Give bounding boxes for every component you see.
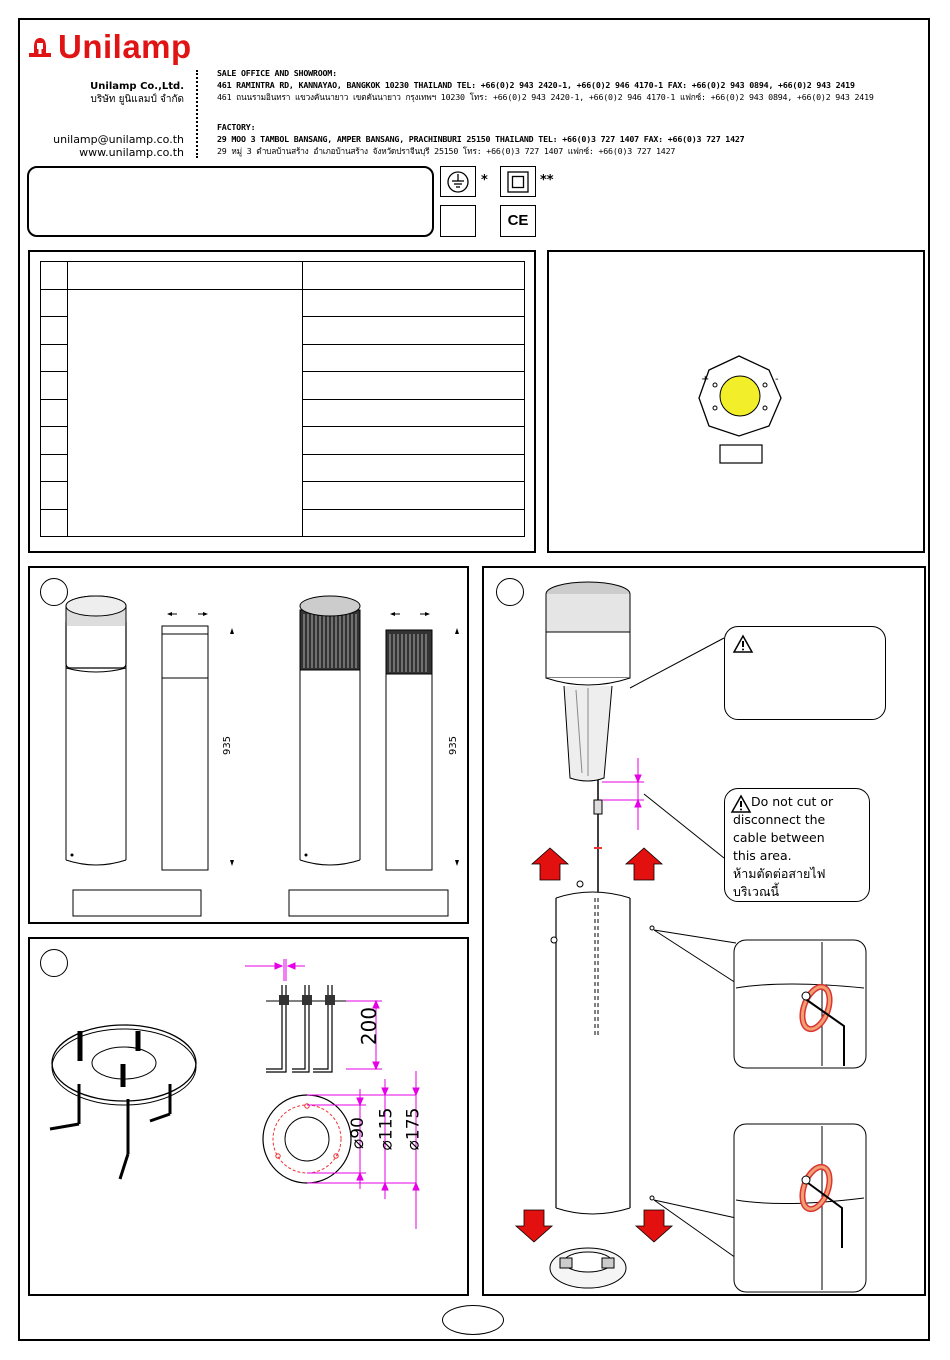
factory-heading: FACTORY: xyxy=(217,122,256,132)
table-row xyxy=(40,288,525,537)
header-divider xyxy=(196,70,198,158)
warning-triangle-icon xyxy=(730,794,752,813)
sale-office-block: SALE OFFICE AND SHOWROOM: 461 RAMINTRA R… xyxy=(217,67,874,103)
contact-info: unilamp@unilamp.co.th www.unilamp.co.th xyxy=(53,133,184,159)
cable-warning-th-line2: บริเวณนี้ xyxy=(733,884,780,899)
cable-warning-th-line1: ห้ามตัดต่อสายไฟ xyxy=(733,866,826,881)
page-frame xyxy=(18,18,930,1341)
led-panel: + - xyxy=(547,250,925,553)
table-row xyxy=(40,481,525,510)
unilamp-logo-icon xyxy=(26,30,54,68)
earth-ground-icon xyxy=(447,171,469,193)
diameter-90-dimension: ⌀90 xyxy=(347,1117,368,1149)
anchor-length-dimension: 200 xyxy=(357,1006,382,1046)
factory-address-en: 29 MOO 3 TAMBOL BANSANG, AMPER BANSANG, … xyxy=(217,134,745,144)
cob-led-icon xyxy=(698,355,782,464)
installation-drawing xyxy=(514,581,867,1293)
company-email: unilamp@unilamp.co.th xyxy=(53,133,184,146)
earth-symbol-box xyxy=(440,166,476,197)
company-name-th: บริษัท ยูนิแลมป์ จำกัด xyxy=(90,94,185,105)
page-number-oval xyxy=(442,1305,504,1335)
anchor-panel: 200 ⌀90 ⌀115 ⌀175 xyxy=(28,937,469,1296)
table-row xyxy=(40,316,525,345)
factory-block: FACTORY: 29 MOO 3 TAMBOL BANSANG, AMPER … xyxy=(217,121,745,157)
ce-mark-box: CE xyxy=(500,205,536,237)
product-name-box xyxy=(27,166,434,237)
company-info: Unilamp Co.,Ltd. บริษัท ยูนิแลมป์ จำกัด xyxy=(90,80,184,106)
cable-warning-en-line3: cable between xyxy=(733,830,825,845)
installation-panel: Do not cut or disconnect the cable betwe… xyxy=(482,566,926,1296)
height-dimension-right: 935 xyxy=(448,735,460,756)
spec-table xyxy=(40,261,525,537)
height-dimension-left: 935 xyxy=(222,735,234,756)
led-plus-label: + xyxy=(701,374,710,385)
class2-symbol-box xyxy=(500,166,536,197)
led-minus-label: - xyxy=(775,374,779,385)
brand-name: Unilamp xyxy=(58,28,192,65)
warning-triangle-icon xyxy=(732,634,754,653)
factory-address-th: 29 หมู่ 3 ตำบลบ้านสร้าง อำเภอบ้านสร้าง จ… xyxy=(217,146,676,156)
blank-symbol-box xyxy=(440,205,476,237)
cable-warning-en-line4: this area. xyxy=(733,848,792,863)
diameter-175-dimension: ⌀175 xyxy=(403,1107,424,1151)
anchor-bolt-drawing xyxy=(49,959,420,1229)
company-website: www.unilamp.co.th xyxy=(79,146,184,159)
class2-marker: ** xyxy=(540,173,554,188)
dimension-panel: 935 935 xyxy=(28,566,469,924)
sale-office-address-en: 461 RAMINTRA RD, KANNAYAO, BANGKOK 10230… xyxy=(217,80,855,90)
cable-warning-callout: Do not cut or disconnect the cable betwe… xyxy=(724,788,870,902)
bollard-dimension-drawing xyxy=(65,595,459,917)
cable-warning-en-line1: Do not cut or xyxy=(751,794,834,809)
sale-office-address-th: 461 ถนนรามอินทรา แขวงคันนายาว เขตคันนายา… xyxy=(217,92,874,102)
table-row xyxy=(40,508,525,537)
sale-office-heading: SALE OFFICE AND SHOWROOM: xyxy=(217,68,337,78)
step-circle-2 xyxy=(40,949,68,977)
company-name-en: Unilamp Co.,Ltd. xyxy=(90,81,184,92)
spec-panel xyxy=(28,250,536,553)
cable-warning-en-line2: disconnect the xyxy=(733,812,826,827)
warning-callout-top xyxy=(724,626,886,720)
earth-marker: * xyxy=(481,173,488,188)
double-insulation-icon xyxy=(507,171,529,193)
brand-logo: Unilamp xyxy=(26,28,192,68)
table-row xyxy=(40,261,525,290)
step-circle-1 xyxy=(40,578,68,606)
diameter-115-dimension: ⌀115 xyxy=(376,1107,397,1151)
step-circle-3 xyxy=(496,578,524,606)
ce-mark: CE xyxy=(507,212,529,229)
